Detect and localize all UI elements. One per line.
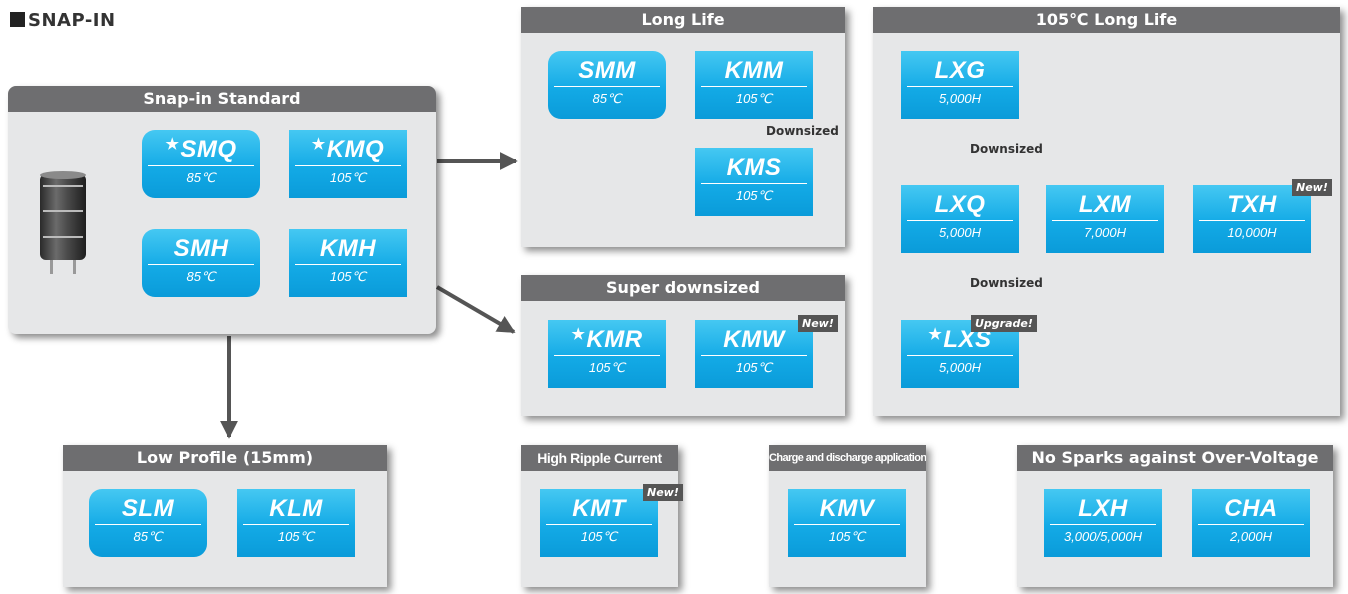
series-klm[interactable]: KLM 105℃ <box>237 489 355 557</box>
group-header: High Ripple Current <box>521 445 678 471</box>
series-kmh[interactable]: KMH 105℃ <box>289 229 407 297</box>
group-header: Snap-in Standard <box>8 86 436 112</box>
series-kmm[interactable]: KMM 105℃ <box>695 51 813 119</box>
series-smh[interactable]: SMH 85℃ <box>142 229 260 297</box>
star-icon: ★ <box>571 326 586 343</box>
series-lxg[interactable]: LXG 5,000H <box>901 51 1019 119</box>
series-cha[interactable]: CHA 2,000H <box>1192 489 1310 557</box>
series-lxq[interactable]: LXQ 5,000H <box>901 185 1019 253</box>
downsized-label: Downsized <box>970 142 1043 156</box>
star-icon: ★ <box>928 326 943 343</box>
series-txh[interactable]: TXH 10,000H <box>1193 185 1311 253</box>
square-bullet-icon <box>10 12 25 27</box>
group-header: Long Life <box>521 7 845 33</box>
downsized-label: Downsized <box>970 276 1043 290</box>
group-header: No Sparks against Over-Voltage <box>1017 445 1333 471</box>
series-slm[interactable]: SLM 85℃ <box>89 489 207 557</box>
group-header: Low Profile (15mm) <box>63 445 387 471</box>
downsized-label: Downsized <box>766 124 839 138</box>
capacitor-image <box>40 171 86 274</box>
group-header: Super downsized <box>521 275 845 301</box>
series-kmq[interactable]: ★KMQ 105℃ <box>289 130 407 198</box>
series-smq[interactable]: ★SMQ 85℃ <box>142 130 260 198</box>
series-lxh[interactable]: LXH 3,000/5,000H <box>1044 489 1162 557</box>
series-kmt[interactable]: KMT 105℃ <box>540 489 658 557</box>
series-kmv[interactable]: KMV 105℃ <box>788 489 906 557</box>
group-header: 105℃ Long Life <box>873 7 1340 33</box>
series-kms[interactable]: KMS 105℃ <box>695 148 813 216</box>
series-smm[interactable]: SMM 85℃ <box>548 51 666 119</box>
new-badge: New! <box>643 484 683 501</box>
upgrade-badge: Upgrade! <box>971 315 1037 332</box>
star-icon: ★ <box>165 136 180 153</box>
star-icon: ★ <box>311 136 326 153</box>
group-header: Charge and discharge application <box>769 445 926 471</box>
page-title: SNAP-IN <box>10 10 116 31</box>
new-badge: New! <box>1292 179 1332 196</box>
arrow-standard-to-superdownsized <box>435 285 516 334</box>
new-badge: New! <box>798 315 838 332</box>
series-lxm[interactable]: LXM 7,000H <box>1046 185 1164 253</box>
series-kmw[interactable]: KMW 105℃ <box>695 320 813 388</box>
series-kmr[interactable]: ★KMR 105℃ <box>548 320 666 388</box>
